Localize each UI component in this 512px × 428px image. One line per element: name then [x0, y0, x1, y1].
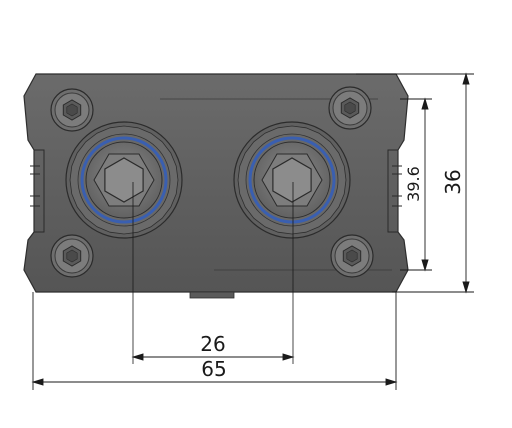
hex-port-fitting-icon [65, 121, 183, 239]
dimension-label-26: 26 [200, 332, 225, 356]
hex-socket-screw-icon [330, 234, 374, 278]
seal-ring [80, 136, 168, 224]
port-centerlines [132, 182, 294, 364]
dimension-label-36: 36 [441, 169, 465, 194]
hex-port-fitting-icon [233, 121, 351, 239]
ports [65, 121, 351, 239]
bottom-notch [189, 291, 235, 299]
dimension-overall-width: 65 [31, 292, 398, 390]
seal-ring [248, 136, 336, 224]
hex-socket-screw-icon [50, 234, 94, 278]
hex-socket-screw-icon [50, 88, 94, 132]
hex-socket-screw-icon [328, 86, 372, 130]
dimension-overall-height: 36 [356, 72, 474, 294]
dimension-label-65: 65 [201, 357, 226, 381]
dimension-hole-spacing: 26 [131, 332, 295, 361]
dimension-inner-height: 39.6 [400, 97, 432, 272]
side-grooves-right [387, 149, 402, 233]
side-grooves-left [30, 149, 45, 233]
dimension-label-39-6: 39.6 [404, 166, 423, 202]
corner-screws [50, 86, 374, 278]
